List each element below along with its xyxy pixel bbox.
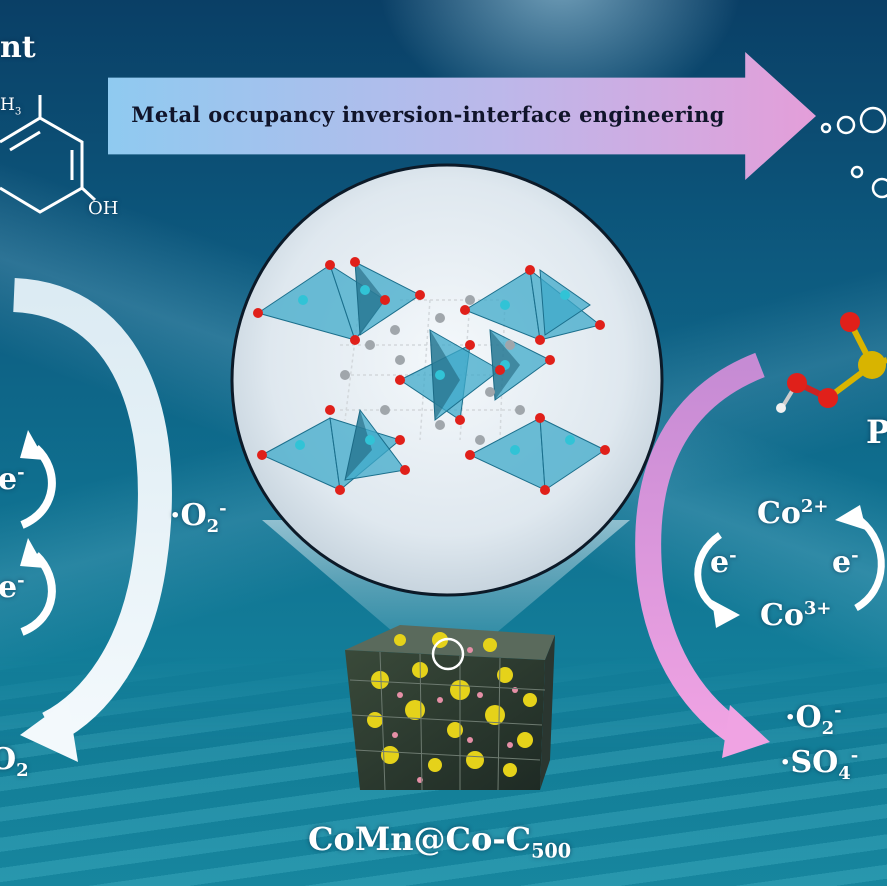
process-banner-arrow: Metal occupancy inversion-interface engi…	[108, 52, 816, 180]
phenol-oh-label: OH	[88, 198, 119, 219]
left-electron-arrow-2	[20, 552, 56, 636]
carbon-atoms	[340, 295, 525, 445]
co2-label: Co2+	[757, 496, 829, 531]
right-electron-label-right: e-	[832, 545, 859, 580]
cobalt-atoms	[295, 285, 575, 455]
right-superoxide-label: ·O2-	[785, 700, 842, 739]
phenol-ring	[0, 95, 97, 214]
pms-molecule	[776, 312, 887, 413]
left-cycle-arrow	[12, 278, 172, 744]
left-superoxide-label: ·O2-	[170, 498, 227, 537]
right-cycle-arrow	[635, 352, 765, 747]
oxygen-atoms	[253, 257, 610, 495]
right-partial-p-label: P	[866, 413, 887, 451]
banner-label: Metal occupancy inversion-interface engi…	[131, 102, 725, 127]
left-electron-arrow-1	[20, 445, 56, 529]
left-partial-formula: H3	[0, 95, 22, 118]
left-electron-label-2: e-	[0, 570, 25, 605]
sulfate-radical-label: ·SO4-	[780, 745, 859, 784]
zoom-indicator-circle	[431, 637, 465, 671]
left-partial-title: nt	[0, 30, 36, 65]
co3-label: Co3+	[760, 598, 832, 633]
left-arrow-head	[20, 700, 78, 762]
left-bottom-partial-label: O2	[0, 742, 29, 781]
catalyst-name-label: CoMn@Co-C500	[308, 820, 572, 863]
right-arrow-head	[722, 705, 770, 758]
left-electron-label-1: e-	[0, 462, 25, 497]
bubbles	[820, 106, 887, 199]
catalyst-cube	[345, 625, 555, 791]
right-electron-arrow-right	[854, 517, 885, 612]
right-electron-label-left: e-	[710, 545, 737, 580]
